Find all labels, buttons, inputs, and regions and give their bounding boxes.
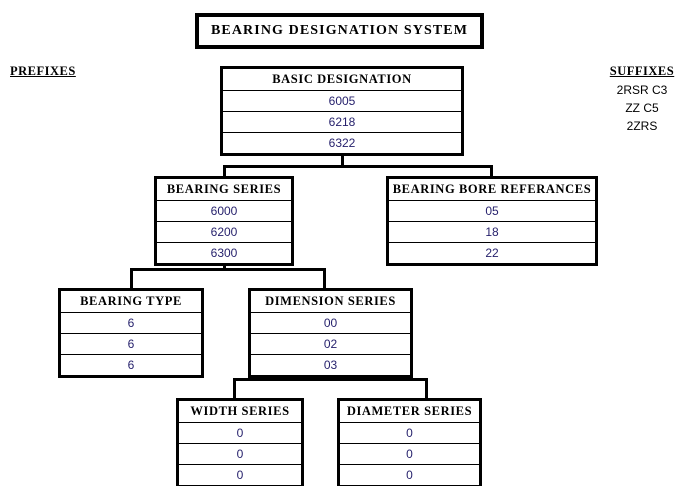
connector-to-bearing-series	[223, 165, 226, 179]
node-row: 6218	[223, 112, 461, 133]
node-row: 6322	[328, 135, 356, 150]
connector-to-diameter-series	[425, 378, 428, 400]
node-row: 0	[179, 444, 301, 465]
node-diameter-series[interactable]: DIAMETER SERIES 0 0 0	[337, 398, 482, 486]
node-header: BEARING BORE REFERANCES	[389, 179, 595, 201]
connector-to-dimension-series	[323, 268, 326, 290]
node-dimension-series[interactable]: DIMENSION SERIES 00 02 03	[248, 288, 413, 378]
connector-bearing-series-bus	[130, 268, 326, 271]
diagram-title-box: BEARING DESIGNATION SYSTEM	[195, 13, 484, 49]
node-row: 18	[389, 222, 595, 243]
connector-to-bearing-type	[130, 268, 133, 290]
node-basic-designation[interactable]: BASIC DESIGNATION 6005 6218 6322	[220, 66, 464, 156]
node-row: 6	[61, 334, 201, 355]
node-row: 03	[323, 357, 338, 372]
connector-to-bore-references	[490, 165, 493, 179]
suffixes-item: 2RSR C3	[616, 83, 668, 97]
node-row: 0	[406, 467, 413, 482]
connector-basic-bus	[223, 165, 493, 168]
node-row: 05	[389, 201, 595, 222]
connector-dimension-series-bus	[233, 378, 428, 381]
suffixes-title: SUFFIXES	[609, 64, 675, 78]
node-row: 6300	[210, 245, 238, 260]
node-header: BEARING SERIES	[157, 179, 291, 201]
diagram-title-text: BEARING DESIGNATION SYSTEM	[210, 23, 469, 38]
node-row: 0	[340, 423, 479, 444]
node-row: 6200	[157, 222, 291, 243]
node-header: WIDTH SERIES	[179, 401, 301, 423]
node-header: BASIC DESIGNATION	[223, 69, 461, 91]
node-row: 6005	[223, 91, 461, 112]
node-bearing-type[interactable]: BEARING TYPE 6 6 6	[58, 288, 204, 378]
connector-basic-stem	[341, 144, 344, 168]
node-row: 6	[127, 357, 135, 372]
prefixes-title: PREFIXES	[10, 64, 76, 78]
node-row: 6	[61, 313, 201, 334]
node-header: DIAMETER SERIES	[340, 401, 479, 423]
node-width-series[interactable]: WIDTH SERIES 0 0 0	[176, 398, 304, 486]
node-row: 6000	[157, 201, 291, 222]
node-bearing-bore-references[interactable]: BEARING BORE REFERANCES 05 18 22	[386, 176, 598, 266]
prefixes-group: PREFIXES	[10, 64, 76, 79]
connector-to-width-series	[233, 378, 236, 400]
node-row: 22	[485, 245, 499, 260]
node-header: BEARING TYPE	[61, 291, 201, 313]
suffixes-item: 2ZRS	[626, 119, 658, 133]
node-header: DIMENSION SERIES	[251, 291, 410, 313]
node-row: 02	[251, 334, 410, 355]
node-row: 0	[340, 444, 479, 465]
suffixes-item: ZZ C5	[625, 101, 659, 115]
node-row: 0	[179, 423, 301, 444]
node-bearing-series[interactable]: BEARING SERIES 6000 6200 6300	[154, 176, 294, 266]
suffixes-group: SUFFIXES 2RSR C3 ZZ C5 2ZRS	[604, 64, 680, 133]
node-row: 00	[251, 313, 410, 334]
node-row: 0	[236, 467, 244, 482]
